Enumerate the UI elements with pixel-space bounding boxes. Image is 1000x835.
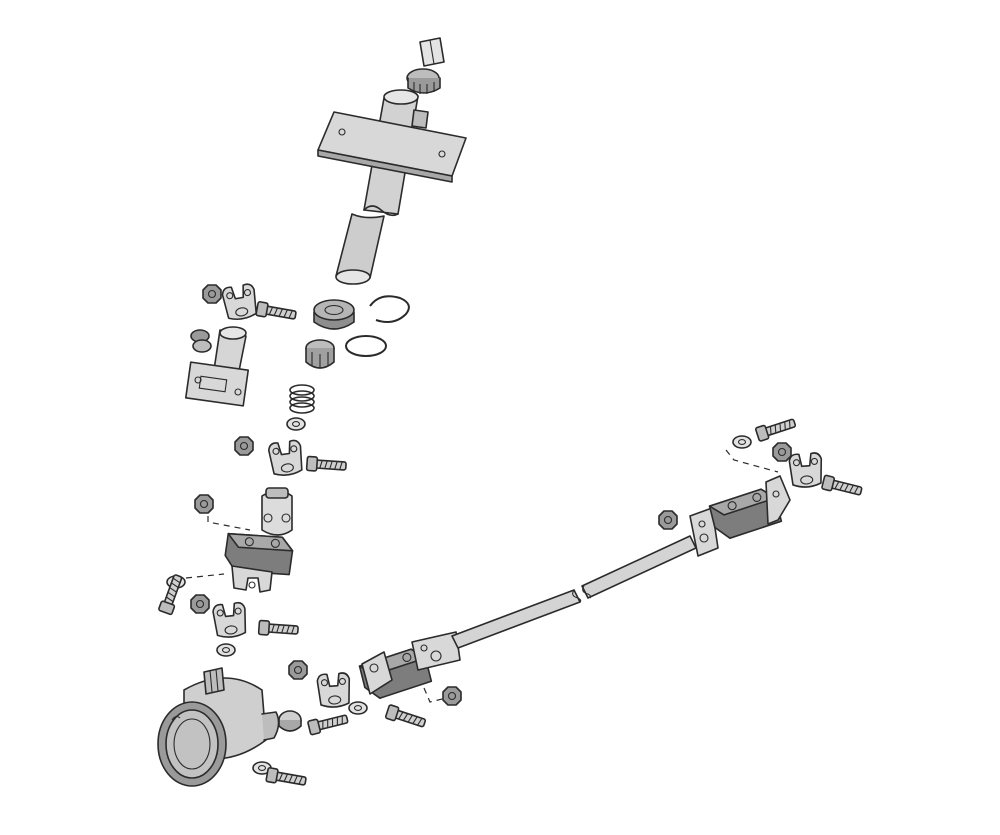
right-end-yoke (788, 451, 824, 489)
column-clamp (184, 282, 298, 407)
column-bearing-set (286, 295, 410, 431)
intermediate-joint-guide (207, 516, 251, 531)
clamp-nut (202, 284, 222, 304)
lower-left-joint (190, 594, 300, 657)
upper-universal-joint (234, 436, 348, 536)
lower-shaft-spacer (278, 710, 302, 732)
bearing-race (305, 339, 335, 369)
lower-left-nut (190, 594, 210, 614)
lower-coupling-guide (423, 687, 447, 703)
lower-shaft-left-yoke (316, 671, 352, 709)
thrust-washer (286, 417, 306, 431)
right-end-bolt (820, 474, 864, 499)
shaft-flange-left (411, 631, 461, 671)
lower-column-tube (335, 213, 385, 285)
lower-coupling-nut (442, 686, 462, 706)
right-end-guide (725, 449, 779, 473)
lower-left-bolt (257, 619, 300, 638)
shaft-flange-right (689, 507, 719, 557)
upper-joint-bolt (305, 455, 348, 474)
intermediate-joint (157, 494, 295, 616)
steering-box-mouth (157, 701, 227, 787)
spider-cross (261, 487, 293, 536)
clamp-yoke (220, 282, 260, 323)
right-end-nut (772, 442, 792, 462)
steering-column-upper (317, 37, 467, 285)
snap-ring (369, 295, 410, 323)
right-end-joint (725, 415, 864, 499)
seal-ring (345, 335, 387, 357)
upper-joint-nut (234, 436, 254, 456)
clamp-bolt (255, 300, 298, 323)
lower-shaft-bolt-2 (384, 703, 428, 731)
intermediate-joint-nut (194, 494, 214, 514)
column-top-cap (406, 37, 445, 94)
lower-left-yoke (211, 601, 249, 640)
upper-joint-yoke (267, 438, 306, 478)
shaft-right-nut (658, 510, 678, 530)
spacer-nut (190, 329, 212, 353)
lower-shaft-left-bolt (306, 711, 350, 736)
right-coupling-yoke (765, 475, 791, 525)
steering-box (157, 667, 308, 789)
lower-shaft-assembly (278, 475, 791, 736)
coupling-guide (185, 573, 225, 579)
column-switch-housing (184, 326, 250, 407)
coupling-yoke (231, 565, 273, 593)
gear-input-spacer (216, 643, 236, 657)
lower-shaft-washer (348, 701, 368, 715)
right-end-bolt-top (754, 415, 798, 443)
bearing-cup (313, 299, 355, 330)
steering-box-bolt (265, 766, 308, 789)
intermediate-shaft (451, 535, 697, 649)
right-end-washer (732, 435, 752, 449)
column-mounting-bracket (317, 109, 467, 183)
lower-coupling-yoke (361, 651, 393, 695)
lower-shaft-left-nut (288, 660, 308, 680)
bearing-spring (289, 384, 315, 414)
